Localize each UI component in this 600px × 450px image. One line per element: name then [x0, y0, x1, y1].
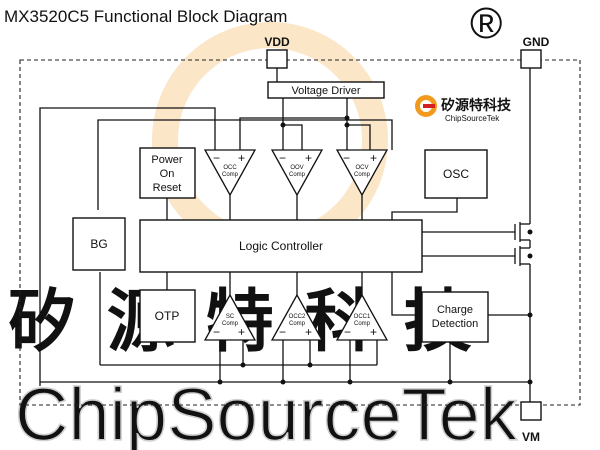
comparator-occ-label-2: Comp [222, 172, 239, 178]
logic-controller-block: Logic Controller [139, 219, 423, 273]
pin-vdd-box [266, 49, 288, 69]
comparator-oov-label-2: Comp [289, 172, 306, 178]
voltage-driver-block: Voltage Driver [267, 81, 385, 99]
junction-dot [344, 115, 350, 121]
power-on-reset-line-2: On [160, 168, 175, 180]
comparator-occ2: OCC2 Comp − + [270, 293, 324, 341]
comp-plus-sign: + [370, 325, 377, 339]
power-on-reset-block: Power On Reset [139, 147, 196, 199]
diagram-title: MX3520C5 Functional Block Diagram [4, 7, 287, 26]
comparator-occ: − + OCC Comp [203, 149, 257, 197]
comp-minus-sign: − [279, 151, 286, 165]
junctions [217, 115, 533, 385]
junction-dot [527, 253, 533, 259]
comparator-occ1: OCC1 Comp − + [335, 293, 389, 341]
junction-dot [347, 379, 353, 385]
comp-minus-sign: − [213, 151, 220, 165]
charge-detection-line-2: Detection [432, 318, 478, 330]
comparator-occ2-label-2: Comp [289, 321, 306, 327]
comp-minus-sign: − [279, 325, 286, 339]
power-on-reset-line-3: Reset [153, 182, 182, 194]
pin-vm-label: VM [522, 430, 540, 444]
pin-gnd: GND [520, 35, 550, 69]
junction-dot [447, 379, 453, 385]
comparator-ocv: − + OCV Comp [335, 149, 389, 197]
chip-boundary [19, 59, 581, 406]
comp-plus-sign: + [370, 151, 377, 165]
comparator-occ-label-1: OCC [223, 165, 237, 171]
comparator-oov: − + OOV Comp [270, 149, 324, 197]
comparator-ocv-label-1: OCV [355, 165, 368, 171]
comparator-ocv-label-2: Comp [354, 172, 371, 178]
junction-dot [280, 379, 286, 385]
charge-detection-block: Charge Detection [421, 291, 489, 343]
otp-block: OTP [139, 289, 196, 343]
logo-en: ChipSourceTek [445, 114, 500, 123]
junction-dot [344, 122, 350, 128]
comparator-sc-label-2: Comp [222, 321, 239, 327]
charge-detection-line-1: Charge [437, 304, 473, 316]
comparator-occ1-label-2: Comp [354, 321, 371, 327]
bg-block: BG [72, 217, 126, 271]
comp-plus-sign: + [238, 325, 245, 339]
comparator-occ1-label-1: OCC1 [354, 314, 371, 320]
comparator-oov-label-1: OOV [290, 165, 303, 171]
comp-plus-sign: + [305, 325, 312, 339]
watermark-registered-mark: ® [470, 0, 502, 48]
junction-dot [280, 122, 286, 128]
pin-vm: VM [520, 401, 542, 444]
pin-gnd-box [520, 49, 542, 69]
voltage-driver-label: Voltage Driver [291, 85, 360, 97]
power-on-reset-line-1: Power [151, 154, 183, 166]
junction-dot [527, 312, 533, 318]
junction-dot [527, 379, 533, 385]
osc-label: OSC [443, 167, 469, 181]
comparator-occ2-label-1: OCC2 [289, 314, 306, 320]
comp-minus-sign: − [344, 325, 351, 339]
watermark-en: ChipSourceTek [15, 373, 518, 450]
junction-dot [307, 362, 313, 368]
pin-vm-box [520, 401, 542, 421]
logic-controller-label: Logic Controller [239, 239, 323, 253]
comparator-sc: SC Comp − + [203, 293, 257, 341]
bg-label: BG [90, 237, 107, 251]
comp-plus-sign: + [238, 151, 245, 165]
pin-vdd: VDD [264, 35, 290, 69]
comp-minus-sign: − [213, 325, 220, 339]
osc-block: OSC [424, 149, 488, 199]
logo-cn: 矽源特科技 [441, 97, 512, 113]
comp-minus-sign: − [343, 151, 350, 165]
comparator-sc-label-1: SC [226, 314, 235, 320]
junction-dot [527, 229, 533, 235]
otp-label: OTP [155, 309, 180, 323]
watermark: ® 矽 源 特 科 技 ChipSourceTek [8, 0, 519, 450]
pin-vdd-label: VDD [264, 35, 290, 49]
comp-plus-sign: + [305, 151, 312, 165]
chipsourcetek-logo: 矽源特科技 ChipSourceTek [415, 95, 512, 123]
junction-dot [240, 362, 246, 368]
junction-dot [217, 379, 223, 385]
pin-gnd-label: GND [523, 35, 550, 49]
